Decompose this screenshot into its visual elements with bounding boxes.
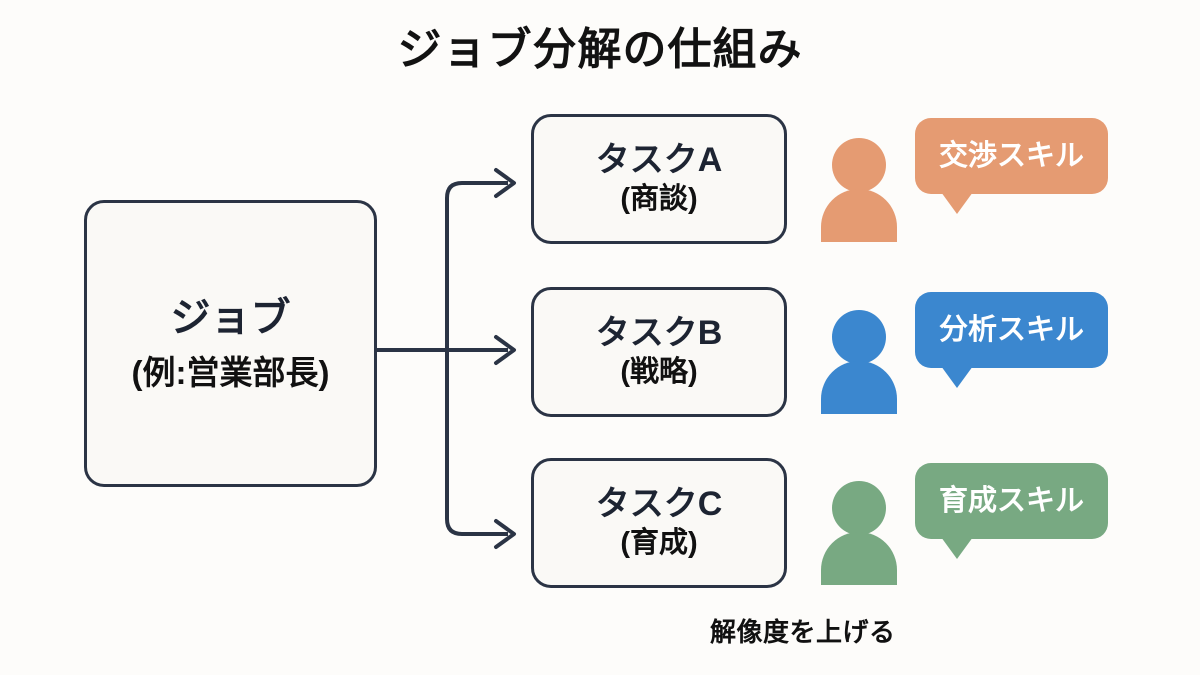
person-body [821,532,897,585]
arrow-right-icon [494,168,516,198]
connector-branch-bottom [445,518,508,536]
skill-label: 育成スキル [938,484,1084,517]
task-sublabel-b: (戦略) [620,356,698,389]
person-head [832,310,886,364]
task-box-a[interactable]: タスクA (商談) [531,114,787,244]
job-sublabel: (例:営業部長) [131,353,330,391]
task-box-c[interactable]: タスクC (育成) [531,458,787,588]
person-icon [821,310,897,414]
skill-label: 分析スキル [938,313,1084,346]
task-box-b[interactable]: タスクB (戦略) [531,287,787,417]
person-icon [821,481,897,585]
skill-bubble-negotiation[interactable]: 交渉スキル [915,118,1108,214]
skill-label: 交渉スキル [938,139,1084,172]
skill-bubble-analysis[interactable]: 分析スキル [915,292,1108,388]
bubble-tail [941,537,973,559]
task-sublabel-a: (商談) [620,183,698,216]
task-label-c: タスクC [595,485,723,524]
job-label: ジョブ [170,295,291,340]
bubble-tail [941,192,973,214]
caption-text: 解像度を上げる [710,617,896,647]
arrow-right-icon [494,519,516,549]
arrow-right-icon [494,335,516,365]
connector-branch-top [445,181,508,199]
person-head [832,481,886,535]
person-body [821,189,897,242]
person-icon [821,138,897,242]
skill-bubble-development[interactable]: 育成スキル [915,463,1108,559]
bubble-tail [941,366,973,388]
task-sublabel-c: (育成) [620,527,698,560]
person-body [821,361,897,414]
task-label-b: タスクB [595,314,723,353]
job-box[interactable]: ジョブ (例:営業部長) [84,200,377,487]
page-title: ジョブ分解の仕組み [397,25,803,74]
person-head [832,138,886,192]
task-label-a: タスクA [595,141,723,180]
